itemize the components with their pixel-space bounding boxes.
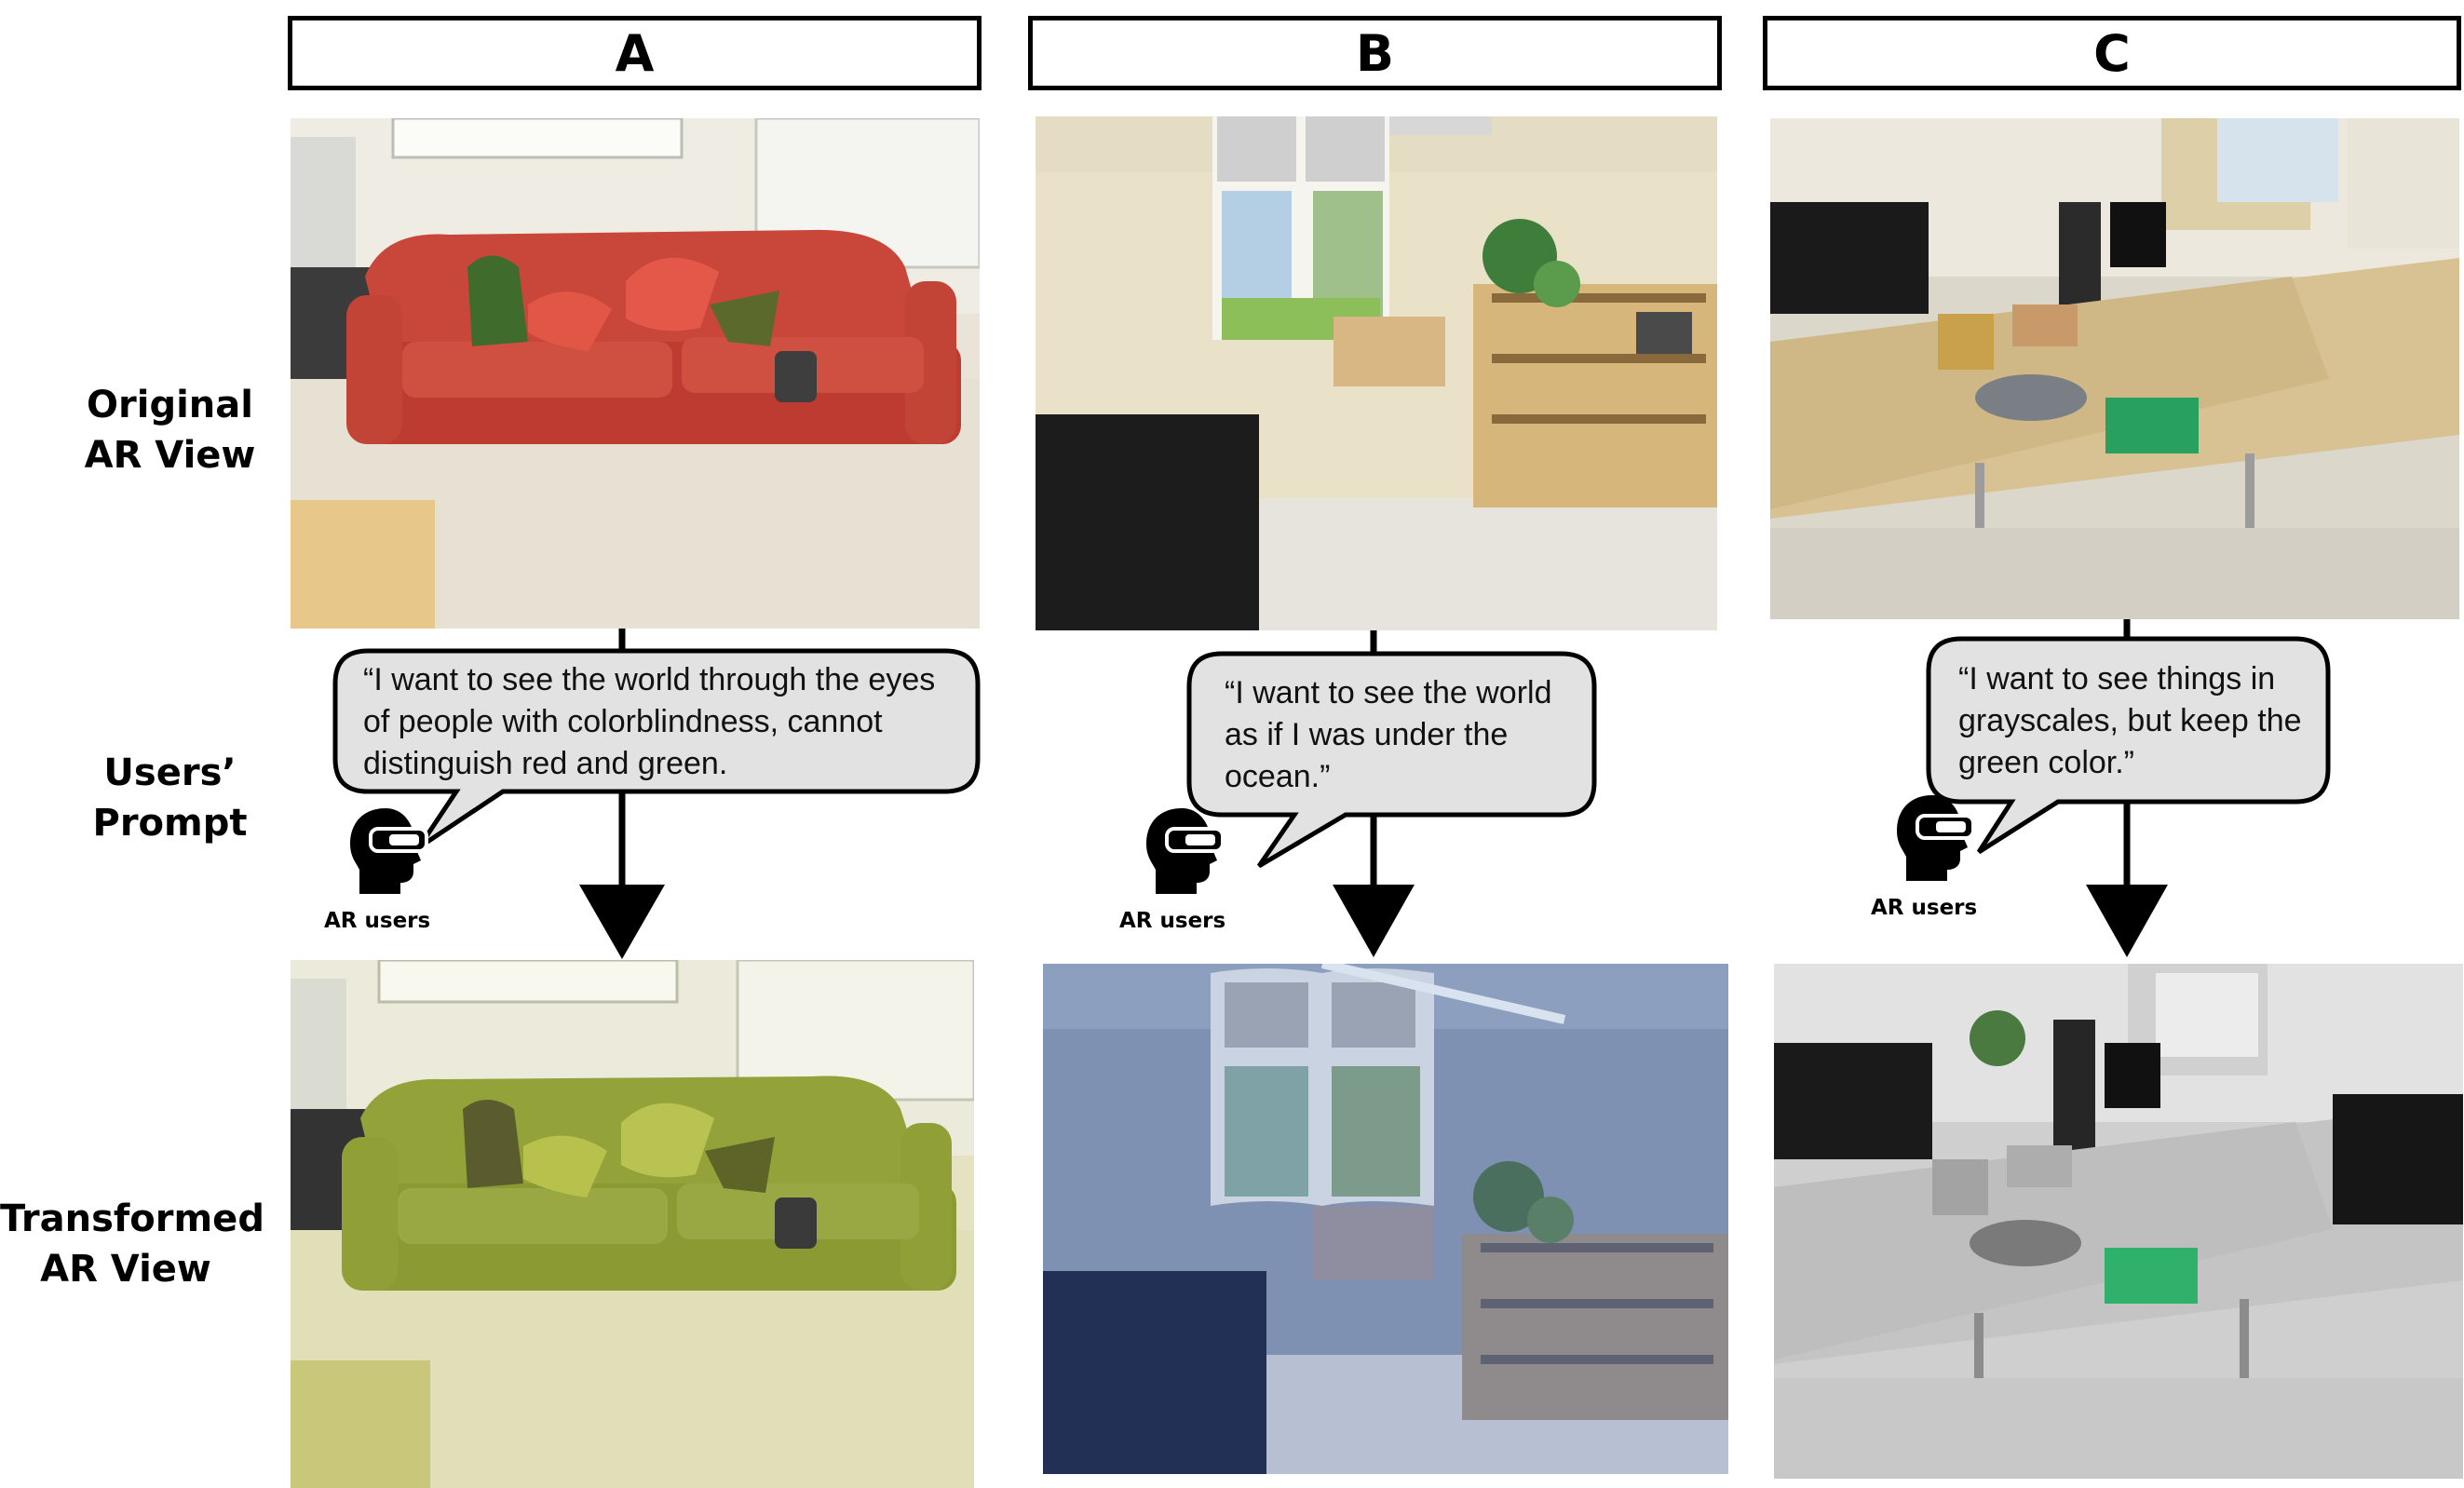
column-label-a: A <box>615 23 655 83</box>
photo-original-c <box>1770 118 2459 619</box>
row-label-transformed: Transformed AR View <box>0 1194 264 1294</box>
ar-users-label-a: AR users <box>324 909 431 933</box>
row-label-transformed-line1: Transformed <box>0 1197 264 1240</box>
prompt-c-line2: grayscales, but keep the <box>1958 703 2302 738</box>
prompt-a-line1: “I want to see the world through the eye… <box>363 662 936 697</box>
photo-original-b <box>1036 116 1717 630</box>
prompt-text-a: “I want to see the world through the eye… <box>363 659 935 785</box>
photo-transformed-b <box>1043 964 1728 1474</box>
photo-transformed-a <box>291 960 974 1488</box>
vr-headset-user-icon <box>350 808 428 894</box>
photo-transformed-c <box>1774 964 2463 1479</box>
row-label-prompt-line1: Users’ <box>103 751 237 794</box>
prompt-b-line3: ocean.” <box>1225 759 1331 794</box>
column-label-c: C <box>2093 23 2131 83</box>
prompt-b-line1: “I want to see the world <box>1225 675 1552 710</box>
prompt-a-line2: of people with colorblindness, cannot <box>363 704 883 739</box>
row-label-original-line2: AR View <box>84 434 256 477</box>
photo-original-a <box>291 118 980 629</box>
prompt-text-b: “I want to see the world as if I was und… <box>1225 672 1552 798</box>
vr-headset-user-icon <box>1897 795 1975 881</box>
column-header-b: B <box>1028 16 1722 90</box>
ar-users-label-b: AR users <box>1119 909 1226 933</box>
row-label-transformed-line2: AR View <box>40 1248 211 1291</box>
row-label-prompt: Users’ Prompt <box>56 748 284 848</box>
column-header-a: A <box>288 16 982 90</box>
row-label-original-line1: Original <box>87 384 253 426</box>
prompt-a-line3: distinguish red and green. <box>363 746 728 781</box>
prompt-b-line2: as if I was under the <box>1225 717 1509 752</box>
row-label-original: Original AR View <box>56 380 284 480</box>
row-label-prompt-line2: Prompt <box>92 802 248 845</box>
vr-headset-user-icon <box>1146 808 1225 894</box>
column-label-b: B <box>1355 23 1395 83</box>
prompt-c-line3: green color.” <box>1958 745 2134 780</box>
ar-users-label-c: AR users <box>1871 896 1978 920</box>
prompt-text-c: “I want to see things in grayscales, but… <box>1958 658 2302 784</box>
prompt-c-line1: “I want to see things in <box>1958 661 2276 697</box>
column-header-c: C <box>1763 16 2461 90</box>
